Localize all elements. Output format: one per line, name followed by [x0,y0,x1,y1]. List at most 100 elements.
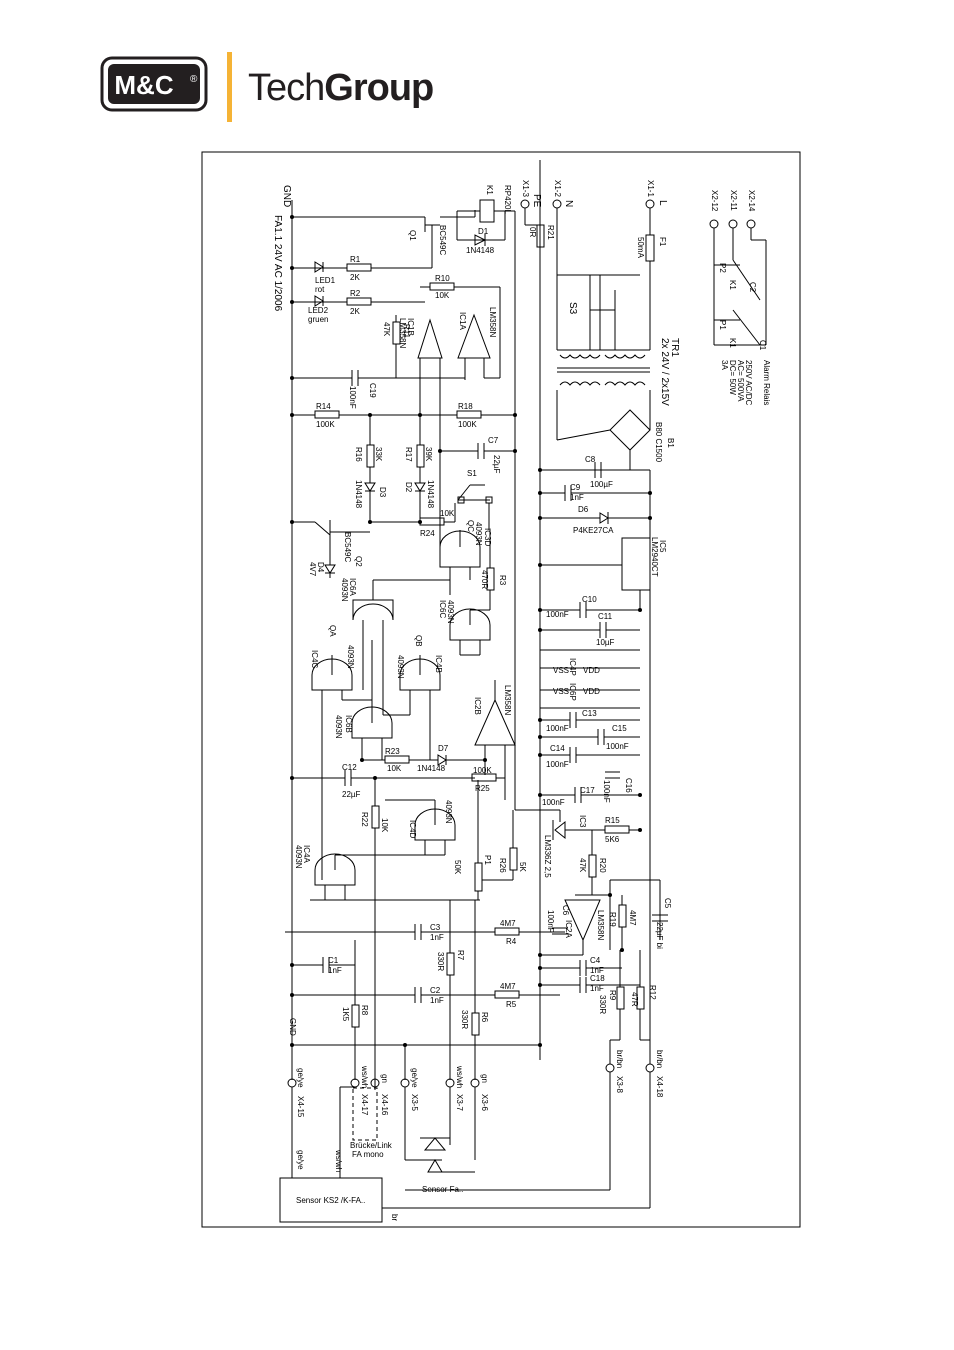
tr1-label: TR1 [669,338,680,357]
logo-tech: Tech [248,67,324,109]
ic1b-type: LM358N [398,318,407,348]
r7-label: R7 [456,950,465,961]
r22-value: 10K [380,818,389,833]
r20-label: R20 [598,858,607,873]
r23-label: R23 [385,747,400,756]
r2-label: R2 [350,289,361,298]
c15-value: 100nF [606,742,629,751]
ic4b-type: 4093N [396,655,405,679]
bridge-line-1: Brücke/Link [350,1141,393,1150]
r6-value: 330R [460,1010,469,1029]
c9-value: 1nF [570,493,584,502]
term-x3-6-wire: gn [480,1074,489,1083]
r17-label: R17 [404,447,413,462]
ic4d-label: IC4D [408,820,417,838]
registered-mark: ® [190,74,198,85]
c19-value: 100nF [348,386,357,409]
alarm-spec-3: DC= 50W [728,360,737,395]
ic3d-label: IC3D [483,528,492,546]
r21-label: R21 [546,225,555,240]
c1-value: 1nF [328,966,342,975]
term-x4-15: X4-15 [296,1096,305,1118]
ic4c-label: IC4C [310,650,319,668]
r14-value: 100K [316,420,335,429]
sensor-ks2-label: Sensor KS2 /K-FA.. [296,1196,365,1205]
tr1-value: 2x 24V / 2x15V [659,338,670,406]
sensor-wire-right: ws/wh [334,1149,343,1172]
led1-label: LED1 [315,276,336,285]
c3-value: 1nF [430,933,444,942]
b1-value: B80 C1500 [654,422,663,463]
r11-value: 47K [382,322,391,337]
c19-label: C19 [368,383,377,398]
logo-divider [227,52,232,122]
d2-value: 1N4148 [426,480,435,509]
ic6c-type: 4093N [446,600,455,624]
c14-label: C14 [550,744,565,753]
ic2b-type: LM358N [503,685,512,715]
ic5-label: IC5 [658,540,667,553]
alarm-c1-label: C1 [758,340,767,351]
c13-value: 100nF [546,724,569,733]
r15-value: 5K6 [605,835,620,844]
ic1b-label: IC1B [406,318,415,336]
d4-value: 4V7 [308,562,317,577]
x1-1-label: X1-1 [646,180,655,197]
term-x3-8: X3-8 [615,1076,624,1093]
r23-value: 10K [387,764,402,773]
logo-group: Group [324,67,433,109]
c3-label: C3 [430,923,441,932]
term-x3-7-wire: ws/wh [455,1065,464,1088]
c4-value: 1nF [590,966,604,975]
r6-label: R6 [480,1012,489,1023]
r22-label: R22 [360,812,369,827]
r3-label: R3 [498,575,507,586]
r25-label: R25 [475,784,490,793]
c4-label: C4 [590,956,601,965]
qb-label: QB [414,635,423,647]
c8-label: C8 [585,455,596,464]
ic4b-label: IC4B [434,655,443,673]
r25-value: 100K [473,766,492,775]
sensor-ks2-box [279,1177,383,1223]
c16-value: 100nF [602,780,611,803]
c7-value: 22µF [492,455,501,474]
q2-type: BC549C [343,532,352,562]
c18-label: C18 [590,974,605,983]
d1-label: D1 [478,227,489,236]
ic6b-type: 4093N [334,715,343,739]
c1-label: C1 [328,956,339,965]
c8-value: 100µF [590,480,613,489]
d6-label: D6 [578,505,589,514]
alarm-k1-label-2: K1 [728,338,737,348]
term-x4-16-wire: gn [380,1074,389,1083]
ic3-value: LM336Z 2,5 [543,835,552,878]
svg-text:TechGroup: TechGroup [248,67,433,109]
logo-mark-text: M&C [114,70,173,100]
alarm-spec-2: AC= 500VA [736,360,745,402]
r4-label: R4 [506,937,517,946]
ic6c-label: IC6C [438,600,447,618]
bridge-line-2: FA mono [352,1150,384,1159]
r12-value: 47R [630,992,639,1007]
f1-label: F1 [658,237,667,247]
r17-value: 39K [424,447,433,462]
sensor-fa-label: Sensor Fa.. [422,1185,463,1194]
c10-value: 100nF [546,610,569,619]
r14-label: R14 [316,402,331,411]
d3-label: D3 [378,487,387,498]
c15-label: C15 [612,724,627,733]
term-x3-6: X3-6 [480,1094,489,1111]
c9-label: C9 [570,483,581,492]
r5-label: R5 [506,1000,517,1009]
ic6a-label: IC6A [348,578,357,596]
x2-11-label: X2-11 [729,190,738,211]
vdd-label-1: VDD [583,666,600,675]
r10-label: R10 [435,274,450,283]
d2-label: D2 [404,482,413,493]
alarm-spec-1: 250V AC/DC [744,360,753,406]
c11-label: C11 [598,612,613,621]
ic4a-type: 4093N [294,845,303,869]
d7-label: D7 [438,744,449,753]
